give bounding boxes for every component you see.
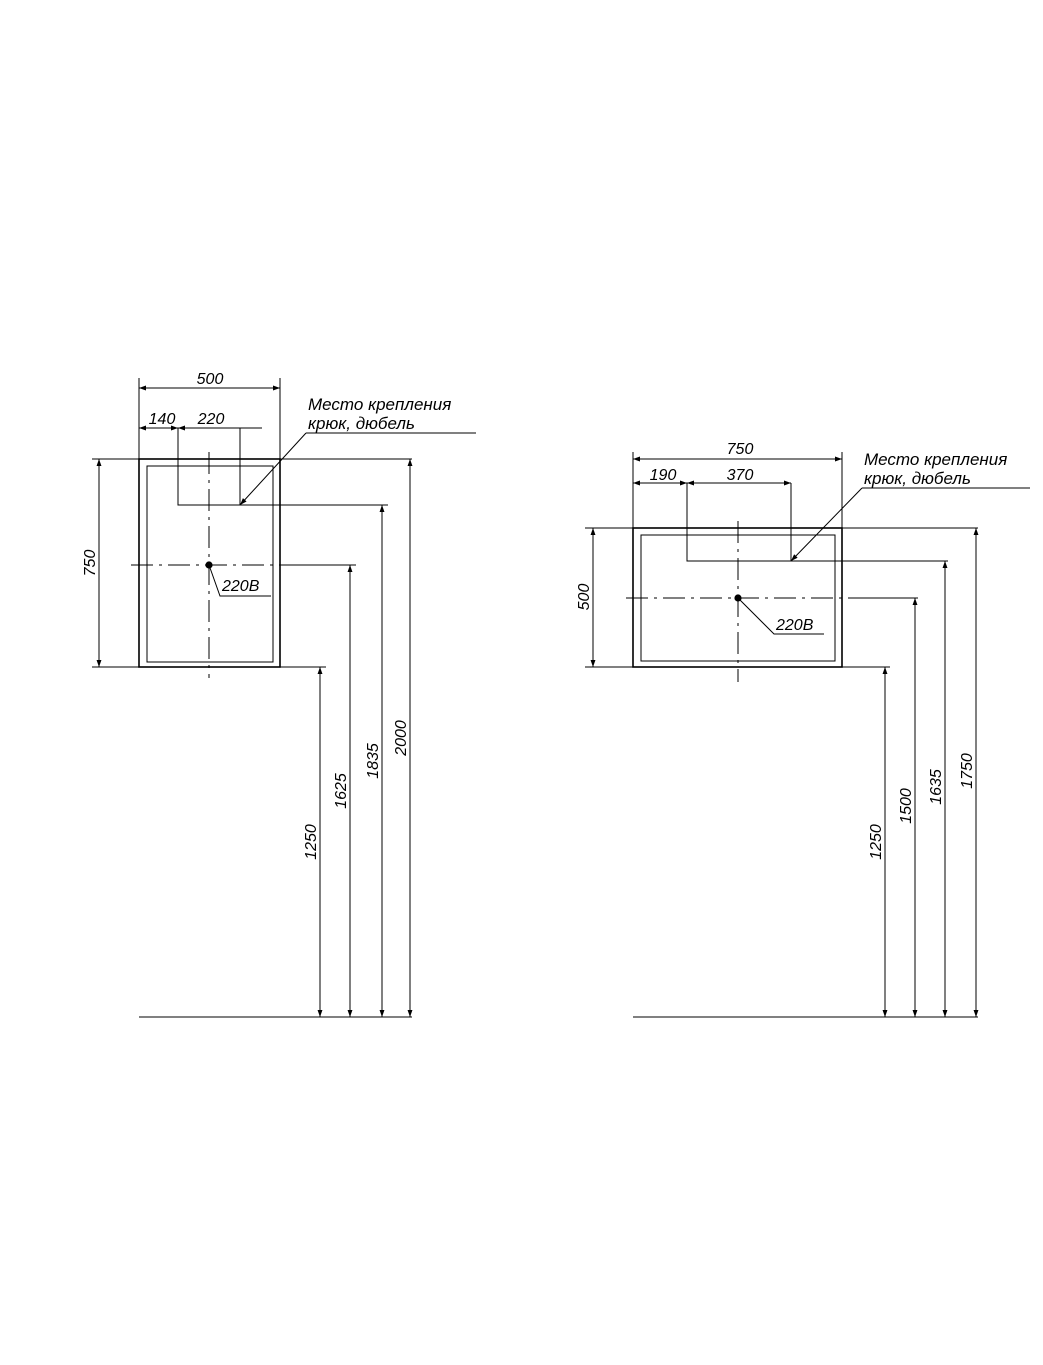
left-diagram: 220В 500 140 220 750 1250 1625 1835 2000 — [82, 371, 476, 1018]
outlet-label: 220В — [221, 578, 260, 595]
note-leader — [790, 487, 863, 562]
width-mount-label: 220 — [197, 411, 225, 428]
width-total-label: 500 — [197, 371, 224, 388]
note-line-2: крюк, дюбель — [864, 469, 971, 488]
note-line-2: крюк, дюбель — [308, 414, 415, 433]
height-label: 750 — [82, 550, 99, 577]
height-label: 500 — [576, 584, 593, 611]
width-mount-label: 370 — [727, 467, 754, 484]
outlet-label: 220В — [775, 617, 814, 634]
height-1835-label: 1835 — [365, 743, 382, 779]
outlet-leader — [208, 564, 271, 597]
width-total-label: 750 — [727, 441, 754, 458]
height-1635-label: 1635 — [928, 769, 945, 805]
note-line-1: Место крепления — [308, 395, 451, 414]
width-offset-label: 190 — [650, 467, 677, 484]
mirror-inner-frame — [146, 465, 274, 663]
mount-line — [686, 483, 948, 562]
height-1500-label: 1500 — [898, 788, 915, 824]
note-leader — [239, 432, 307, 506]
height-1250-label: 1250 — [868, 824, 885, 860]
height-1750-label: 1750 — [959, 753, 976, 789]
width-offset-label: 140 — [149, 411, 176, 428]
right-diagram: 220В 750 190 370 500 1250 1500 1635 1750 — [576, 441, 1030, 1018]
height-1250-label: 1250 — [303, 824, 320, 860]
height-2000-label: 2000 — [393, 720, 410, 757]
outlet-leader — [737, 597, 824, 635]
height-1625-label: 1625 — [333, 773, 350, 809]
mount-line — [177, 428, 388, 506]
note-line-1: Место крепления — [864, 450, 1007, 469]
